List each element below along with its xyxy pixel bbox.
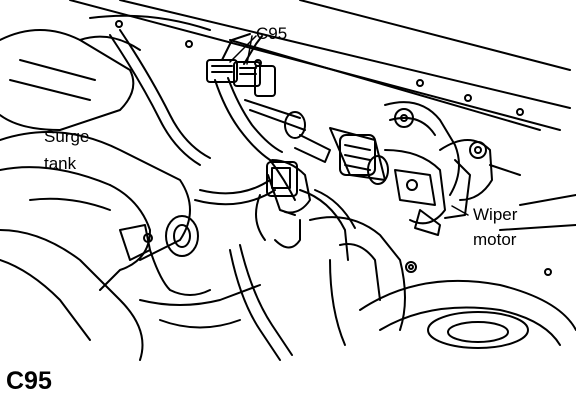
cowl-panel-lines bbox=[69, 0, 571, 131]
wiper-motor-callout-line1: Wiper bbox=[473, 205, 518, 224]
surge-tank-callout-line2: tank bbox=[44, 154, 77, 173]
surge-tank bbox=[0, 29, 199, 361]
strut-tower bbox=[309, 194, 576, 349]
hoses bbox=[109, 29, 293, 361]
wiper-motor bbox=[329, 101, 521, 236]
figure-caption: C95 bbox=[6, 367, 52, 395]
leader-lines bbox=[229, 35, 469, 216]
connector-callout: C95 bbox=[256, 24, 288, 43]
hose-fitting bbox=[255, 111, 356, 261]
surge-tank-callout-line1: Surge bbox=[44, 127, 90, 146]
wiper-motor-callout-line2: motor bbox=[473, 230, 517, 249]
